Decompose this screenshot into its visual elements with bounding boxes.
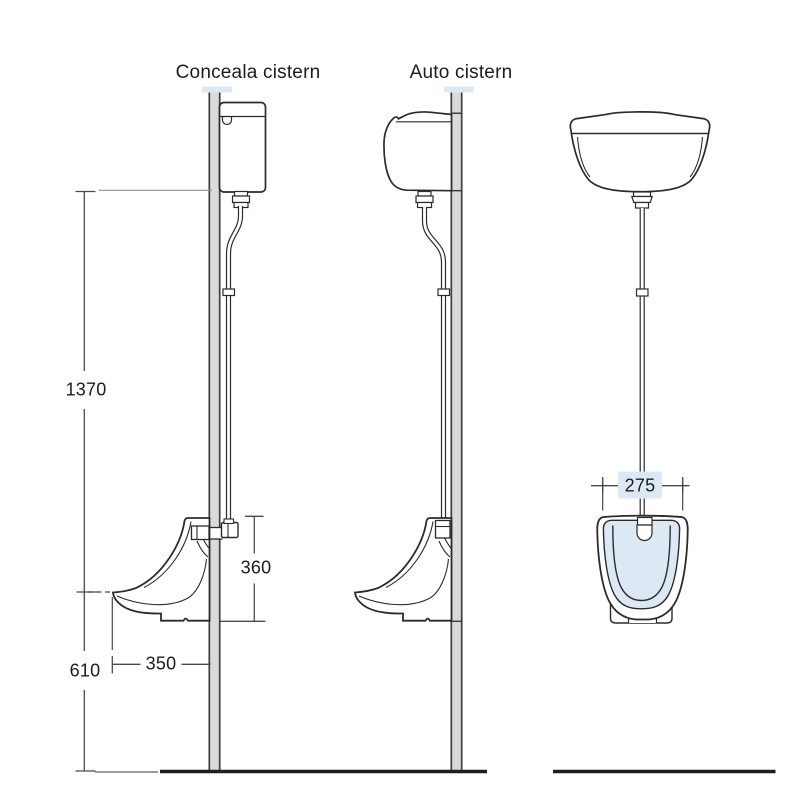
dimension-360 [219,515,266,622]
urinal-rim-panel [602,519,681,610]
auto-cistern-outlet-fitting [415,190,434,209]
urinal-side-view-middle [354,517,462,622]
dim-label-bowl-width: 275 [624,475,656,496]
pipe-clip [437,288,451,297]
wall-middle [444,86,474,772]
wall-left [202,86,232,772]
dim-label-bowl-height: 360 [240,557,272,578]
urinal-bowl-sweep-line [358,558,450,606]
cistern-notch [221,116,233,126]
dim-label-height-overall: 1370 [65,379,107,400]
urinal-inner-rim-line [385,521,434,588]
urinal-bowl-sweep-line [116,558,208,606]
dimension-1370-610 [75,189,212,772]
cistern-front-outlet-fitting [630,191,654,209]
pipe-coupling [635,288,649,297]
wall-crossing-connector-left [208,518,239,540]
spreader-inlet-box [190,525,210,541]
urinal-bowl-line [612,525,671,602]
dim-label-rim-height: 610 [69,660,101,681]
title-conceala-cistern: Conceala cistern [175,62,321,83]
flush-pipe-middle [421,207,451,522]
cistern-front-view [569,111,711,193]
spreader-inlet-box [434,519,451,539]
urinal-inner-rim-line [143,521,192,588]
pipe-elbow [220,521,239,539]
wall-top-highlight [444,86,474,93]
cistern-inner-curve-right [689,136,704,178]
urinal-side-view-left [112,517,211,622]
concealed-cistern-outlet-fitting [231,190,251,209]
auto-cistern [383,111,462,192]
title-auto-cistern: Auto cistern [409,62,513,83]
cistern-inner-curve-left [576,136,591,178]
concealed-cistern [218,101,267,193]
dimension-350 [111,597,211,674]
dimension-275 [591,471,690,511]
pipe-clip [222,288,236,297]
wall-top-highlight [202,86,232,93]
spreader-front [636,516,653,542]
dimension-275-highlight-box [618,471,662,499]
flush-pipe-left [222,206,244,524]
urinal-front-view [596,514,689,624]
dim-label-projection: 350 [145,653,177,674]
